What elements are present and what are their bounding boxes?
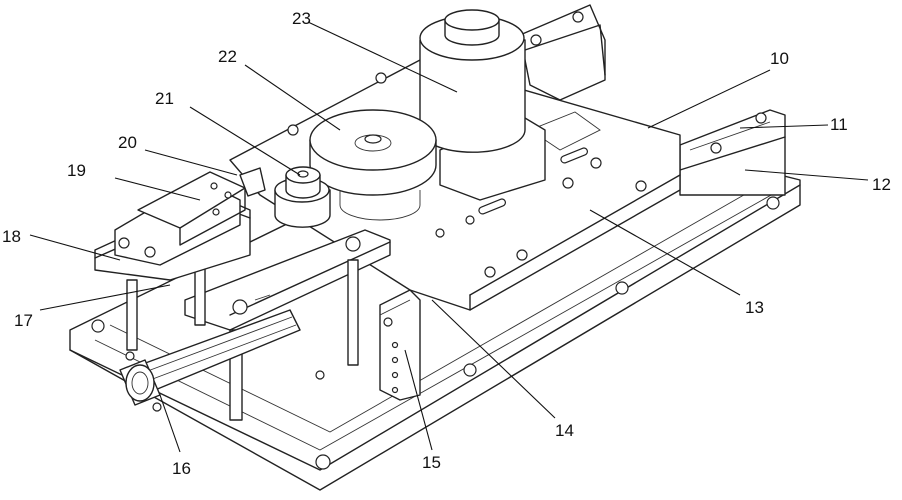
motor-assembly <box>419 9 546 201</box>
upper-side-plate <box>184 229 391 331</box>
label-10: 10 <box>770 49 789 68</box>
pneumatic-cylinder <box>119 309 301 412</box>
label-13: 13 <box>745 298 764 317</box>
label-16: 16 <box>172 459 191 478</box>
label-21: 21 <box>155 89 174 108</box>
leader-lines <box>29 21 869 453</box>
label-22: 22 <box>218 47 237 66</box>
linear-rail <box>679 109 786 196</box>
label-11: 11 <box>830 115 848 134</box>
pulley-wheel <box>309 109 437 221</box>
label-14: 14 <box>555 421 574 440</box>
label-23: 23 <box>292 9 311 28</box>
part-labels: 23 22 21 20 19 18 17 10 11 12 13 14 15 1… <box>2 9 891 478</box>
label-18: 18 <box>2 227 21 246</box>
label-15: 15 <box>422 453 441 472</box>
gripper-slide-unit <box>94 167 266 281</box>
rear-bracket <box>519 4 606 101</box>
label-17: 17 <box>14 311 33 330</box>
lower-mounting-block <box>379 289 421 401</box>
label-12: 12 <box>872 175 891 194</box>
label-20: 20 <box>118 133 137 152</box>
label-19: 19 <box>67 161 86 180</box>
